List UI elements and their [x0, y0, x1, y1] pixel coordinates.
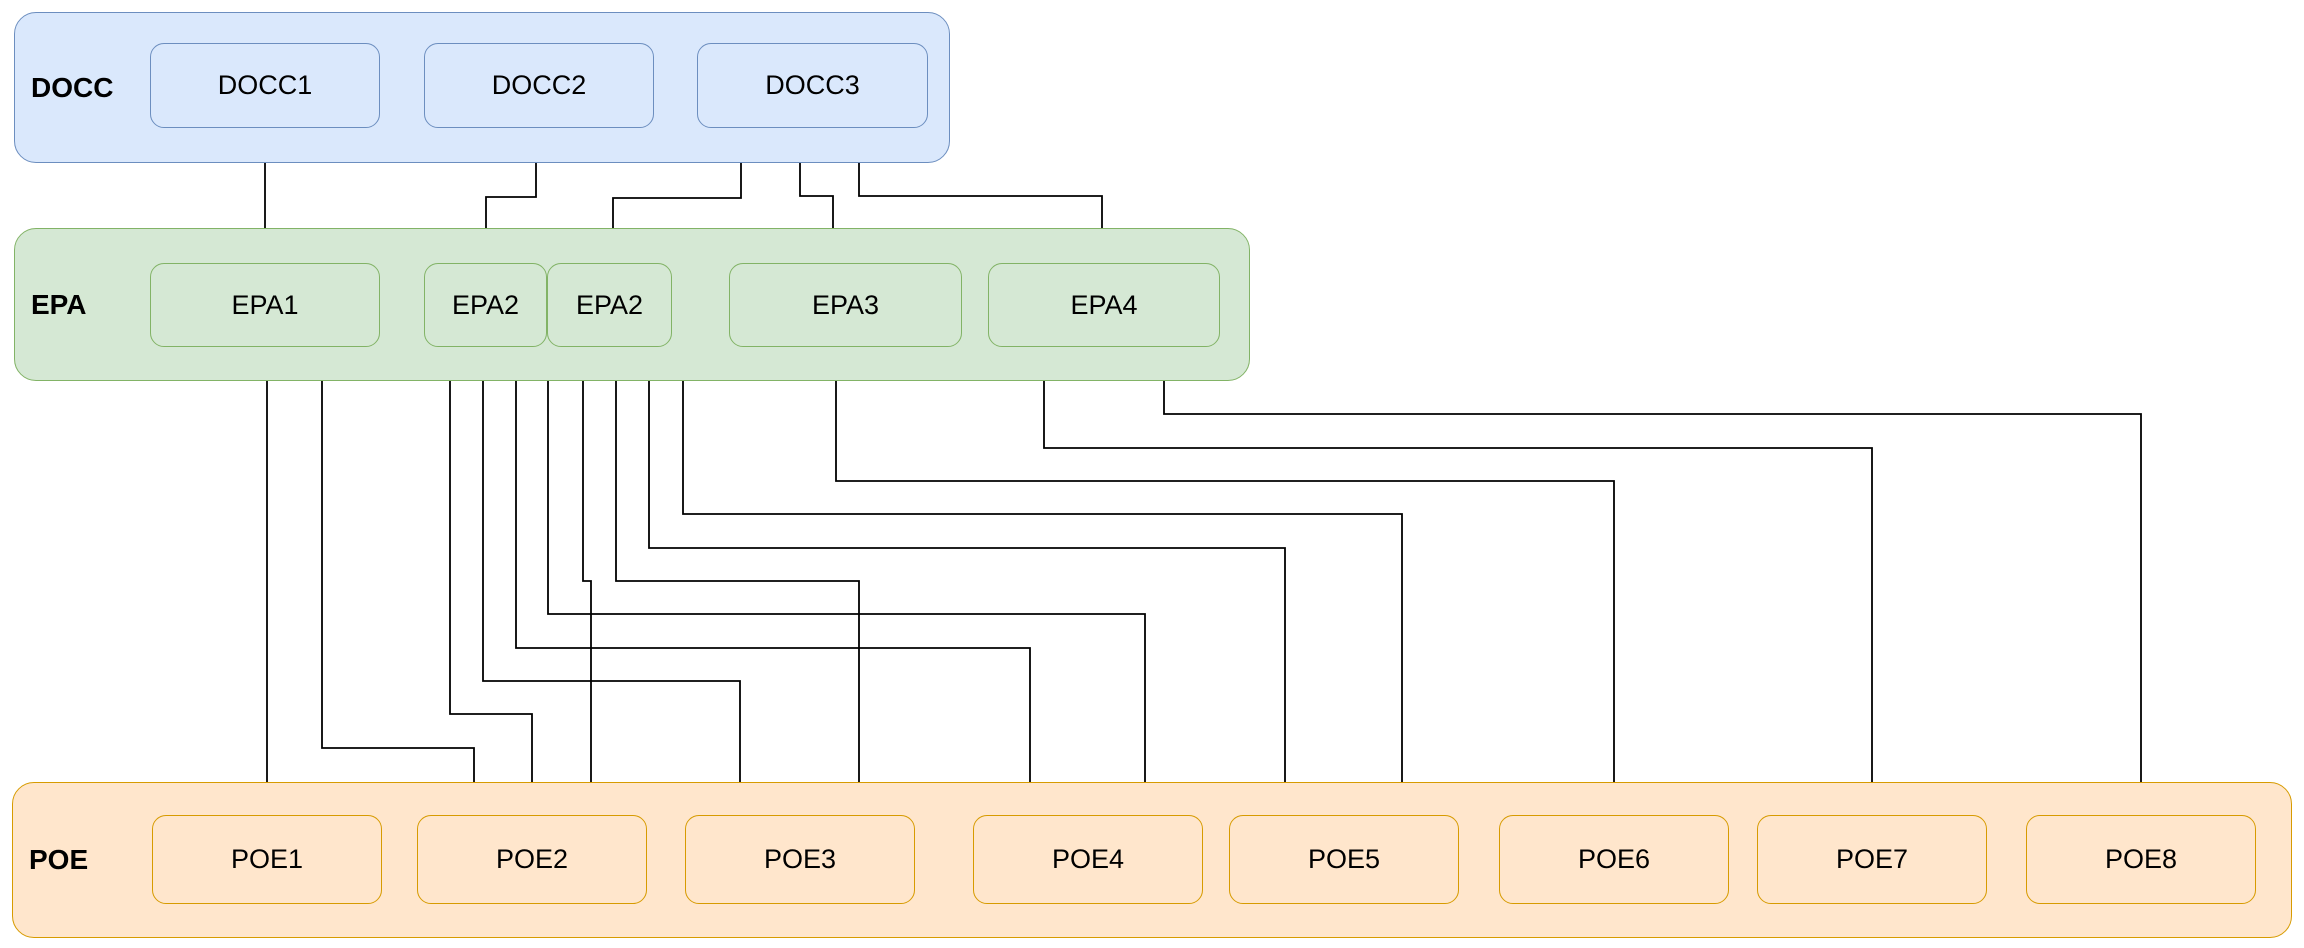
node-label: DOCC3 — [765, 70, 860, 100]
edge-epa2-to-poe5-8 — [648, 381, 1286, 801]
node-poe1-2-0: POE1 — [152, 815, 382, 904]
band-label-docc: DOCC — [31, 71, 114, 103]
edge-docc3-to-epa2-2 — [612, 163, 742, 228]
node-label: POE3 — [763, 844, 837, 874]
node-poe7-2-6: POE7 — [1757, 815, 1987, 904]
edge-epa2-to-poe3-5 — [615, 381, 860, 801]
node-poe5-2-4: POE5 — [1229, 815, 1459, 904]
node-poe2-2-1: POE2 — [417, 815, 647, 904]
node-docc2-0-1: DOCC2 — [424, 43, 654, 128]
node-label: POE8 — [2104, 844, 2178, 874]
node-poe3-2-2: POE3 — [685, 815, 915, 904]
node-label: EPA4 — [1070, 289, 1138, 320]
edge-epa2-to-poe5-9 — [682, 381, 1403, 801]
node-label: DOCC2 — [491, 70, 587, 100]
node-label: EPA2 — [451, 289, 520, 320]
node-epa3-1-3: EPA3 — [729, 263, 962, 347]
edge-epa2-to-poe2-2 — [449, 381, 533, 801]
node-docc3-0-2: DOCC3 — [697, 43, 928, 128]
node-label: EPA2 — [575, 289, 644, 320]
edge-epa2-to-poe3-4 — [482, 381, 741, 801]
node-epa4-1-4: EPA4 — [988, 263, 1220, 347]
edge-epa2-to-poe4-7 — [547, 381, 1146, 801]
node-label: POE1 — [230, 844, 304, 874]
node-epa2-1-1: EPA2 — [424, 263, 547, 347]
node-label: POE6 — [1577, 844, 1651, 874]
node-label: POE7 — [1835, 844, 1909, 874]
edge-docc3-to-epa3-3 — [799, 163, 834, 228]
edge-docc2-to-epa2-1 — [485, 163, 537, 228]
node-epa1-1-0: EPA1 — [150, 263, 380, 347]
node-label: DOCC1 — [217, 70, 313, 100]
node-poe4-2-3: POE4 — [973, 815, 1203, 904]
edge-epa4-to-poe8-12 — [1163, 381, 2142, 801]
node-label: POE4 — [1051, 844, 1125, 874]
edge-epa1-to-poe2-1 — [321, 381, 475, 801]
band-label-epa: EPA — [31, 288, 87, 320]
node-label: EPA3 — [811, 289, 880, 320]
edge-epa4-to-poe7-11 — [1043, 381, 1873, 801]
node-docc1-0-0: DOCC1 — [150, 43, 380, 128]
edge-docc3-to-epa4-4 — [858, 163, 1103, 228]
node-poe6-2-5: POE6 — [1499, 815, 1729, 904]
edge-epa3-to-poe6-10 — [835, 381, 1615, 801]
band-label-poe: POE — [29, 844, 89, 875]
node-label: POE5 — [1307, 844, 1381, 874]
node-epa2-1-2: EPA2 — [547, 263, 672, 347]
node-poe8-2-7: POE8 — [2026, 815, 2256, 904]
edge-epa2-to-poe2-3 — [582, 381, 592, 801]
edge-epa2-to-poe4-6 — [515, 381, 1031, 801]
node-label: POE2 — [495, 844, 569, 874]
node-label: EPA1 — [231, 289, 299, 320]
